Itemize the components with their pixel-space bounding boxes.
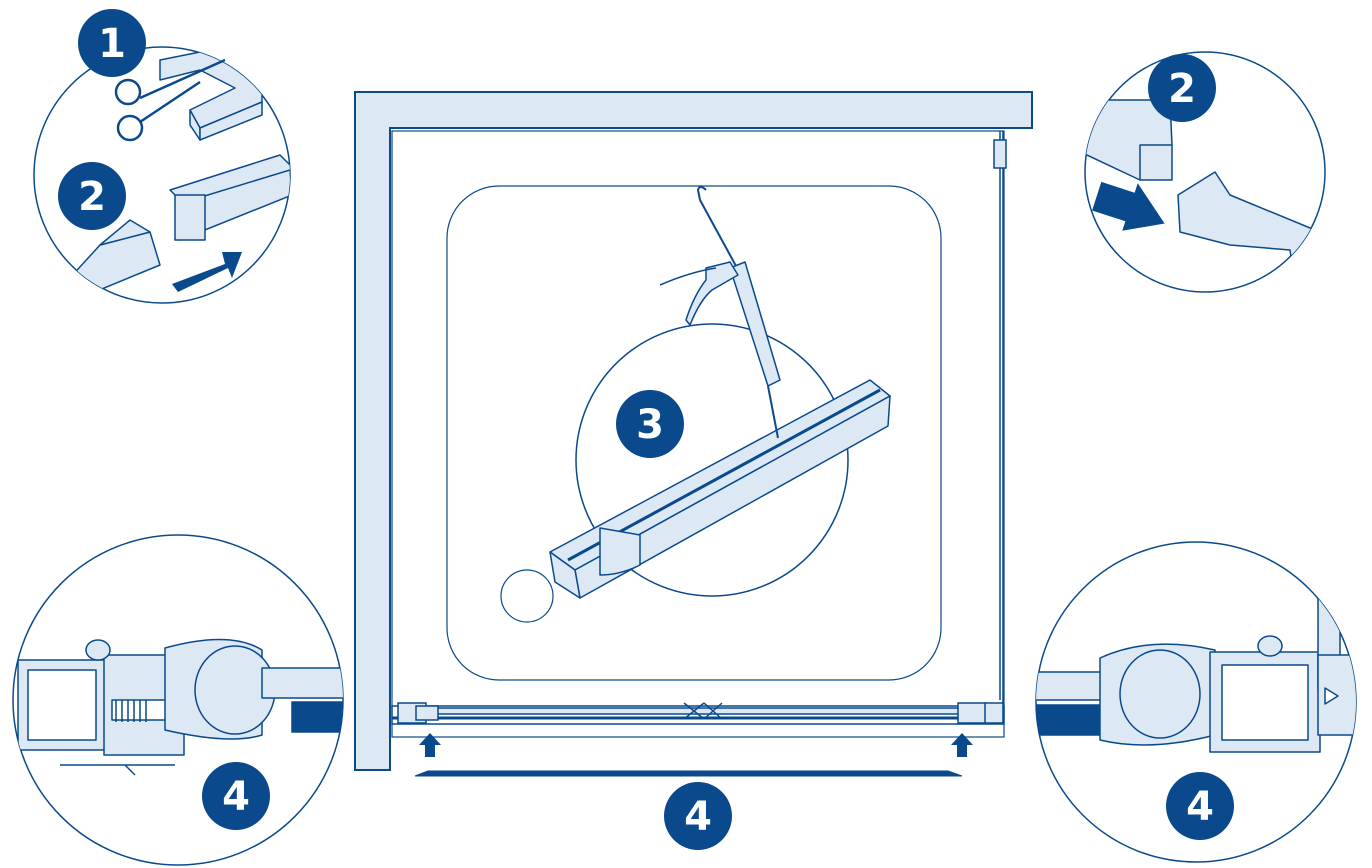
bottom-profile <box>415 771 962 776</box>
step1-2-detail: 1 2 <box>34 9 295 320</box>
step4-center-number: 4 <box>684 794 712 840</box>
step4-right-detail: 4 <box>1035 542 1358 862</box>
step4-left-detail: 4 <box>13 535 352 865</box>
step4-right-number: 4 <box>1186 784 1214 830</box>
step2-right-detail: 2 <box>1055 52 1325 292</box>
step4-left-number: 4 <box>222 774 250 820</box>
bottom-rail <box>392 703 1004 724</box>
step3-number: 3 <box>636 402 664 448</box>
step2-right-number: 2 <box>1168 66 1196 112</box>
step1-number: 1 <box>98 21 126 67</box>
step2-left-number: 2 <box>78 174 106 220</box>
